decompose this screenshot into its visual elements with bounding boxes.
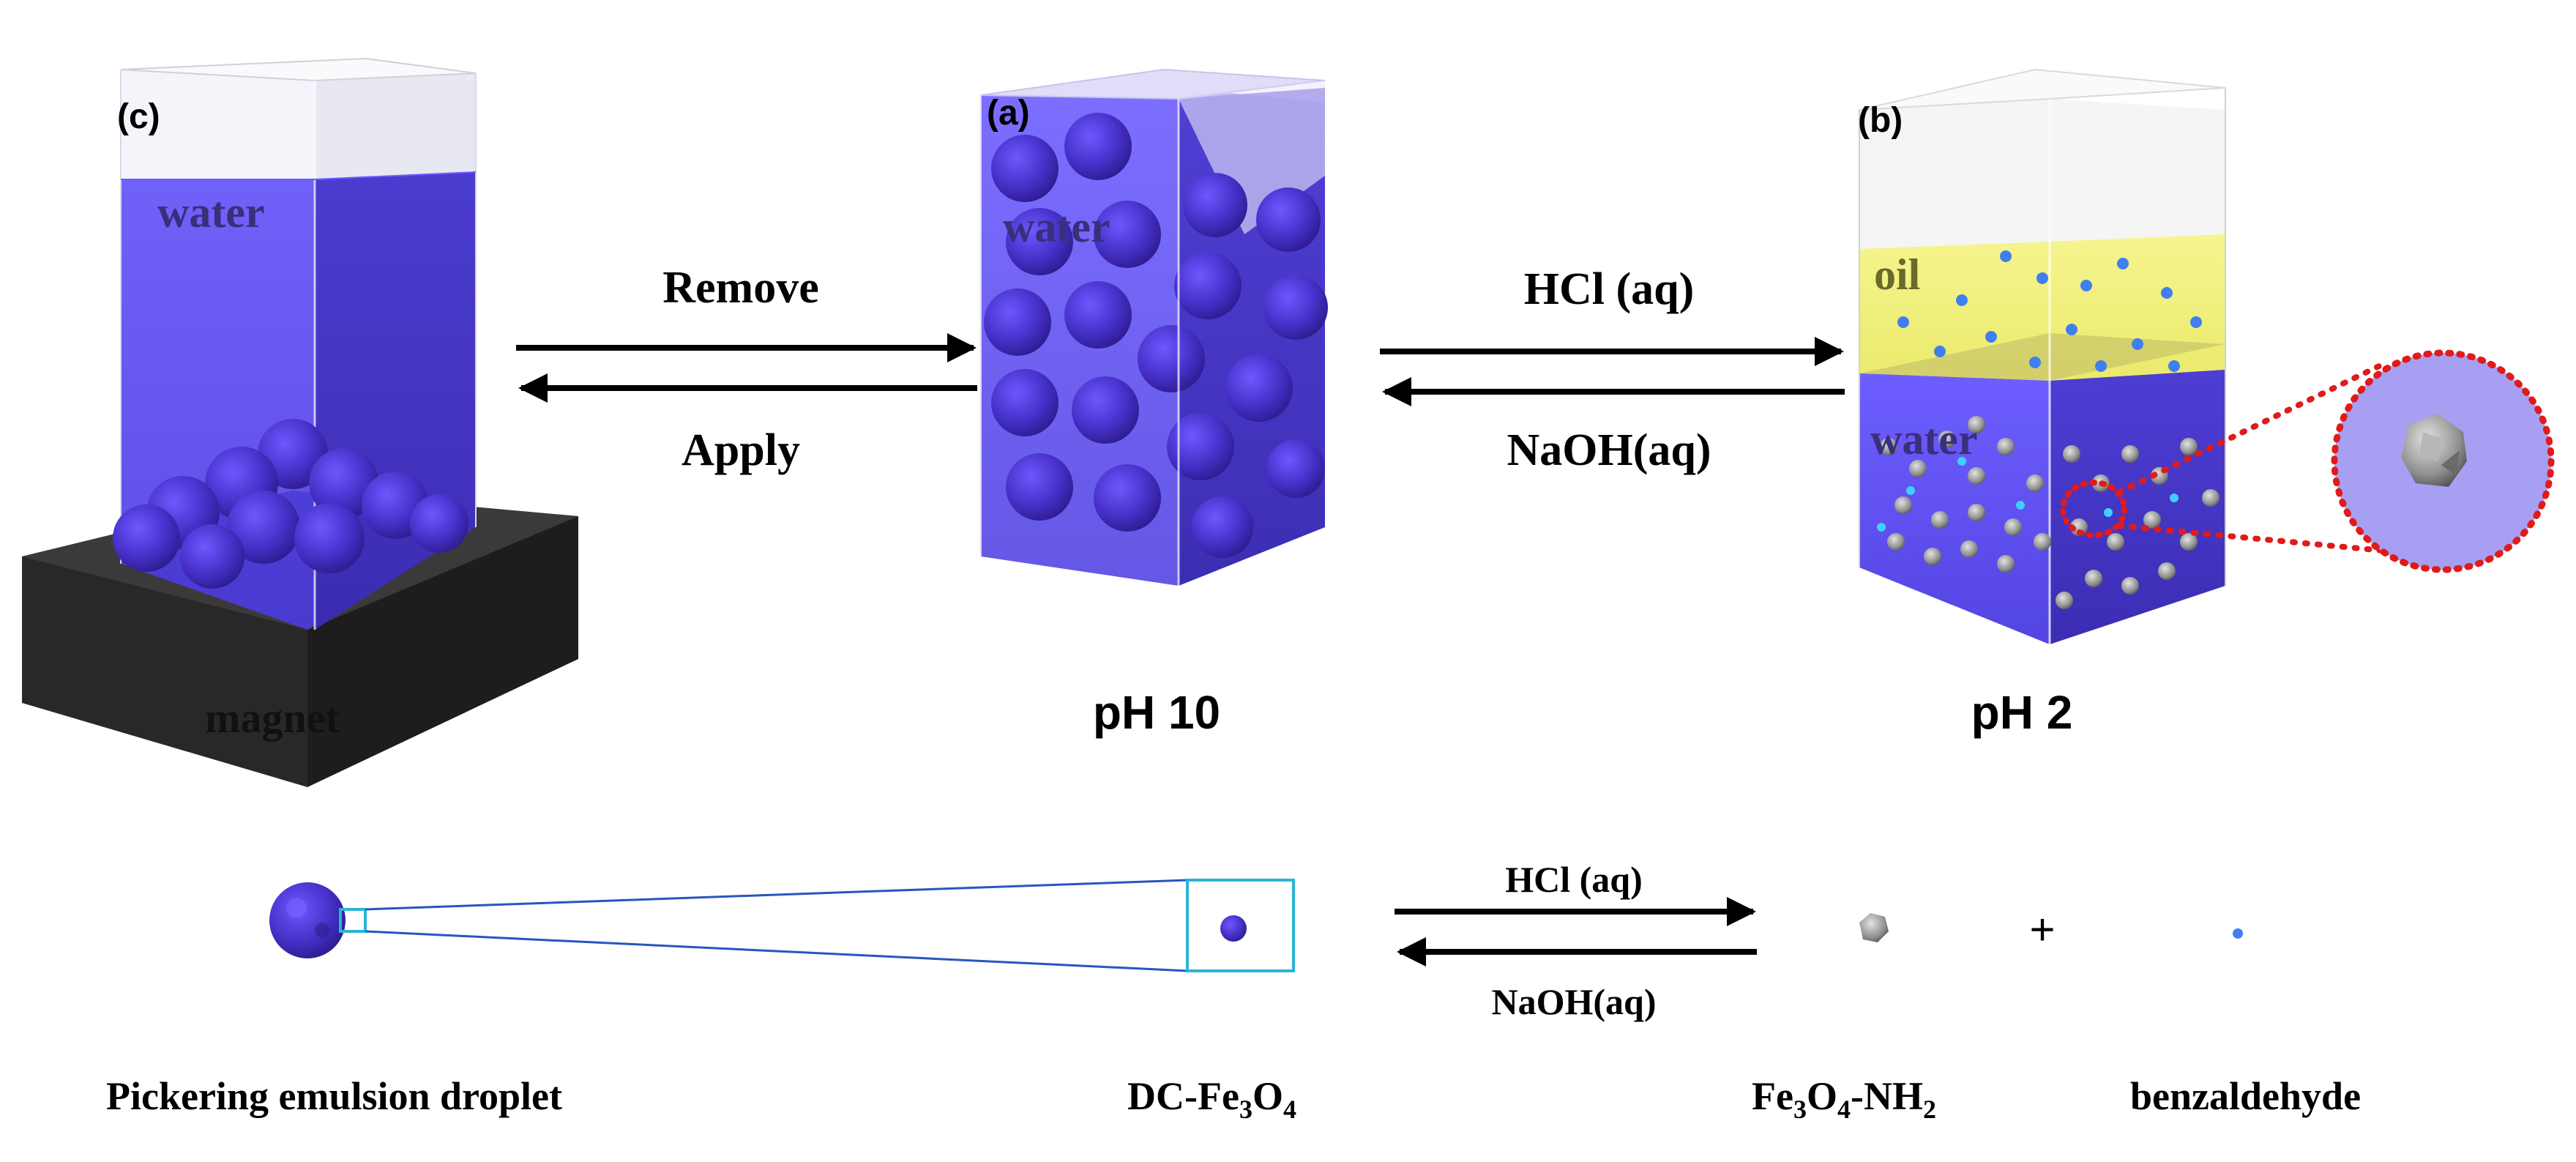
pickering-droplet [269, 882, 367, 958]
panel-b: (b) oil water pH 2 [1858, 68, 2555, 739]
panel-a-ph-label: pH 10 [1093, 686, 1220, 739]
panel-b-oil-label: oil [1874, 250, 1920, 299]
water-amine-particles [1880, 416, 2220, 609]
apply-label: Apply [682, 425, 800, 475]
beaker-a [980, 68, 1328, 586]
bottom-row: HCl (aq) NaOH(aq) + Pickering emulsion d… [106, 859, 2361, 1124]
benzaldehyde-dot [2233, 928, 2243, 939]
zoom-callout [2060, 349, 2555, 573]
magnified-particle [2401, 414, 2467, 487]
panel-a-tag: (a) [987, 94, 1030, 133]
arrows-remove-apply: Remove Apply [516, 263, 977, 475]
panel-b-ph-label: pH 2 [1971, 686, 2073, 739]
zoom-line-top [365, 879, 1188, 911]
hcl-label-top: HCl (aq) [1524, 264, 1695, 314]
panel-c-magnet-label: magnet [205, 694, 340, 742]
plus-sign: + [2029, 905, 2055, 954]
panel-b-tag: (b) [1858, 101, 1903, 140]
benzaldehyde-caption: benzaldehyde [2130, 1074, 2361, 1118]
hcl-label-bottom: HCl (aq) [1505, 859, 1643, 900]
dc-caption: DC-Fe3O4 [1127, 1074, 1296, 1124]
water-benzaldehyde-dots [1877, 457, 2179, 532]
amine-particle [1859, 913, 1889, 942]
panel-c-water-label: water [157, 188, 265, 237]
dc-particle [1220, 915, 1247, 942]
beaker-c [113, 57, 477, 630]
panel-a-water-label: water [1003, 203, 1110, 251]
amine-caption: Fe3O4-NH2 [1752, 1074, 1936, 1124]
panel-c: (c) water magnet [22, 57, 578, 787]
arrows-hcl-naoh-top: HCl (aq) NaOH(aq) [1380, 264, 1845, 475]
panel-c-tag: (c) [117, 97, 160, 136]
beaker-b [1859, 68, 2226, 644]
droplet-caption: Pickering emulsion droplet [106, 1074, 562, 1118]
naoh-label-bottom: NaOH(aq) [1492, 981, 1657, 1022]
oil-benzaldehyde-dots [1897, 250, 2202, 372]
naoh-label-top: NaOH(aq) [1507, 425, 1711, 475]
panel-a: (a) water pH 10 [980, 68, 1328, 739]
dispersed-spheres [984, 113, 1328, 558]
remove-label: Remove [662, 263, 818, 313]
zoom-line-bottom [365, 930, 1188, 972]
panel-b-water-label: water [1870, 415, 1978, 463]
droplet-zoom-box [339, 908, 367, 933]
sedimented-spheres [113, 419, 468, 589]
zoom-source-ring [2060, 480, 2127, 538]
